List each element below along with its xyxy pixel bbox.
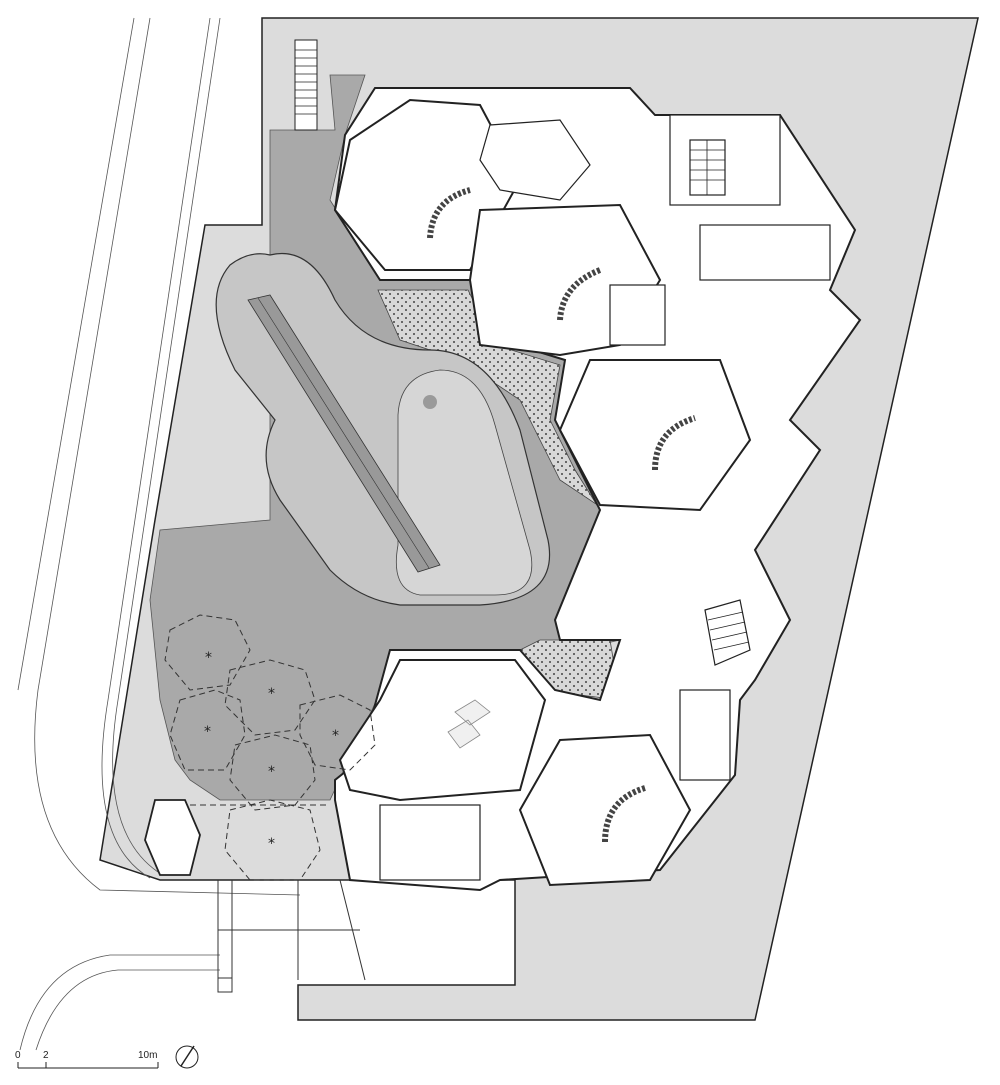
stair-core-east bbox=[704, 599, 751, 666]
asterisk-light-icon: * bbox=[268, 686, 275, 702]
entrance-canopy bbox=[164, 614, 376, 881]
hall-hex bbox=[338, 659, 547, 802]
scale-label-10m: 10m bbox=[138, 1050, 157, 1061]
street-lines bbox=[17, 17, 301, 1051]
stair-core-north bbox=[689, 139, 726, 196]
scale-bar: 0 2 10m bbox=[15, 1050, 159, 1069]
asterisk-light-icon: * bbox=[204, 724, 211, 740]
scale-label-0: 0 bbox=[15, 1050, 21, 1061]
asterisk-light-icon: * bbox=[268, 764, 275, 780]
entry-stair-north bbox=[294, 39, 318, 131]
classroom-hex-4 bbox=[518, 733, 692, 887]
classroom-hex-3 bbox=[558, 359, 752, 512]
scale-label-2: 2 bbox=[43, 1050, 49, 1061]
asterisk-light-icon: * bbox=[268, 836, 275, 852]
north-arrow-icon bbox=[175, 1045, 199, 1069]
stair-southwest bbox=[144, 799, 201, 876]
asterisk-light-icon: * bbox=[332, 728, 339, 744]
entry-bridge bbox=[217, 879, 366, 993]
asterisk-light-icon: * bbox=[205, 650, 212, 666]
pool-area bbox=[215, 253, 551, 606]
